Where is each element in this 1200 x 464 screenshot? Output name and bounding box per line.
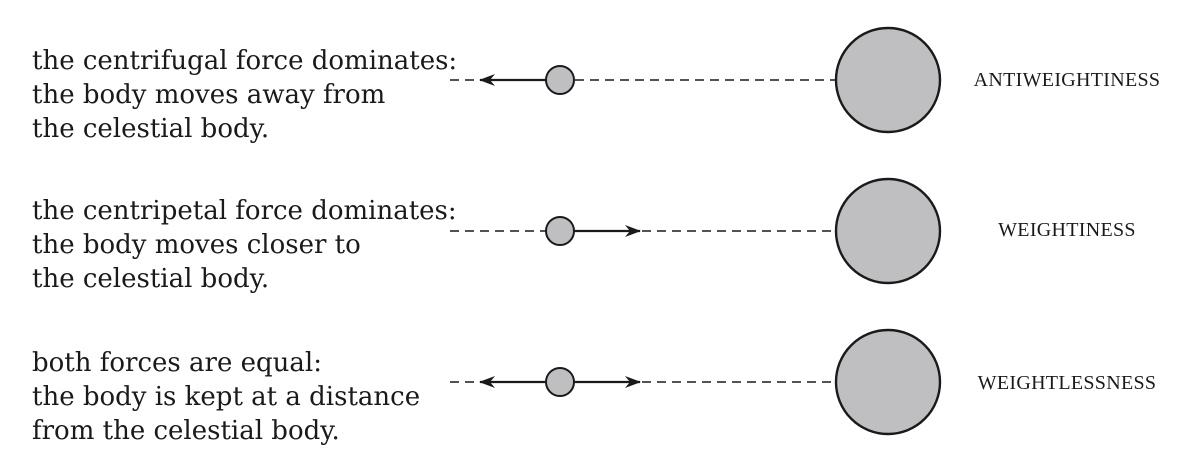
- description-line: both forces are equal:: [32, 348, 322, 378]
- celestial-body: [834, 26, 942, 134]
- small-body: [545, 65, 575, 95]
- small-body: [545, 367, 575, 397]
- description-line: the body is kept at a distance: [32, 382, 421, 412]
- description-line: the centrifugal force dominates:: [32, 46, 458, 76]
- description-centrifugal: the centrifugal force dominates: the bod…: [32, 44, 462, 146]
- description-line: from the celestial body.: [32, 416, 340, 446]
- description-line: the celestial body.: [32, 114, 270, 144]
- description-line: the centripetal force dominates:: [32, 196, 457, 226]
- scheme-centripetal: [450, 177, 942, 285]
- description-line: the celestial body.: [32, 264, 270, 294]
- scheme-centrifugal: [450, 26, 942, 134]
- description-line: the body moves away from: [32, 80, 386, 110]
- state-label-weightlessness: WEIGHTLESSNESS: [977, 372, 1157, 394]
- scheme-equal-forces: [450, 328, 942, 436]
- description-line: the body moves closer to: [32, 230, 361, 260]
- celestial-body: [834, 177, 942, 285]
- state-label-antiweightiness: ANTIWEIGHTINESS: [973, 69, 1161, 91]
- description-equal-forces: both forces are equal: the body is kept …: [32, 346, 462, 448]
- state-label-weightiness: WEIGHTINESS: [998, 219, 1136, 241]
- celestial-body: [834, 328, 942, 436]
- small-body: [545, 216, 575, 246]
- description-centripetal: the centripetal force dominates: the bod…: [32, 194, 462, 296]
